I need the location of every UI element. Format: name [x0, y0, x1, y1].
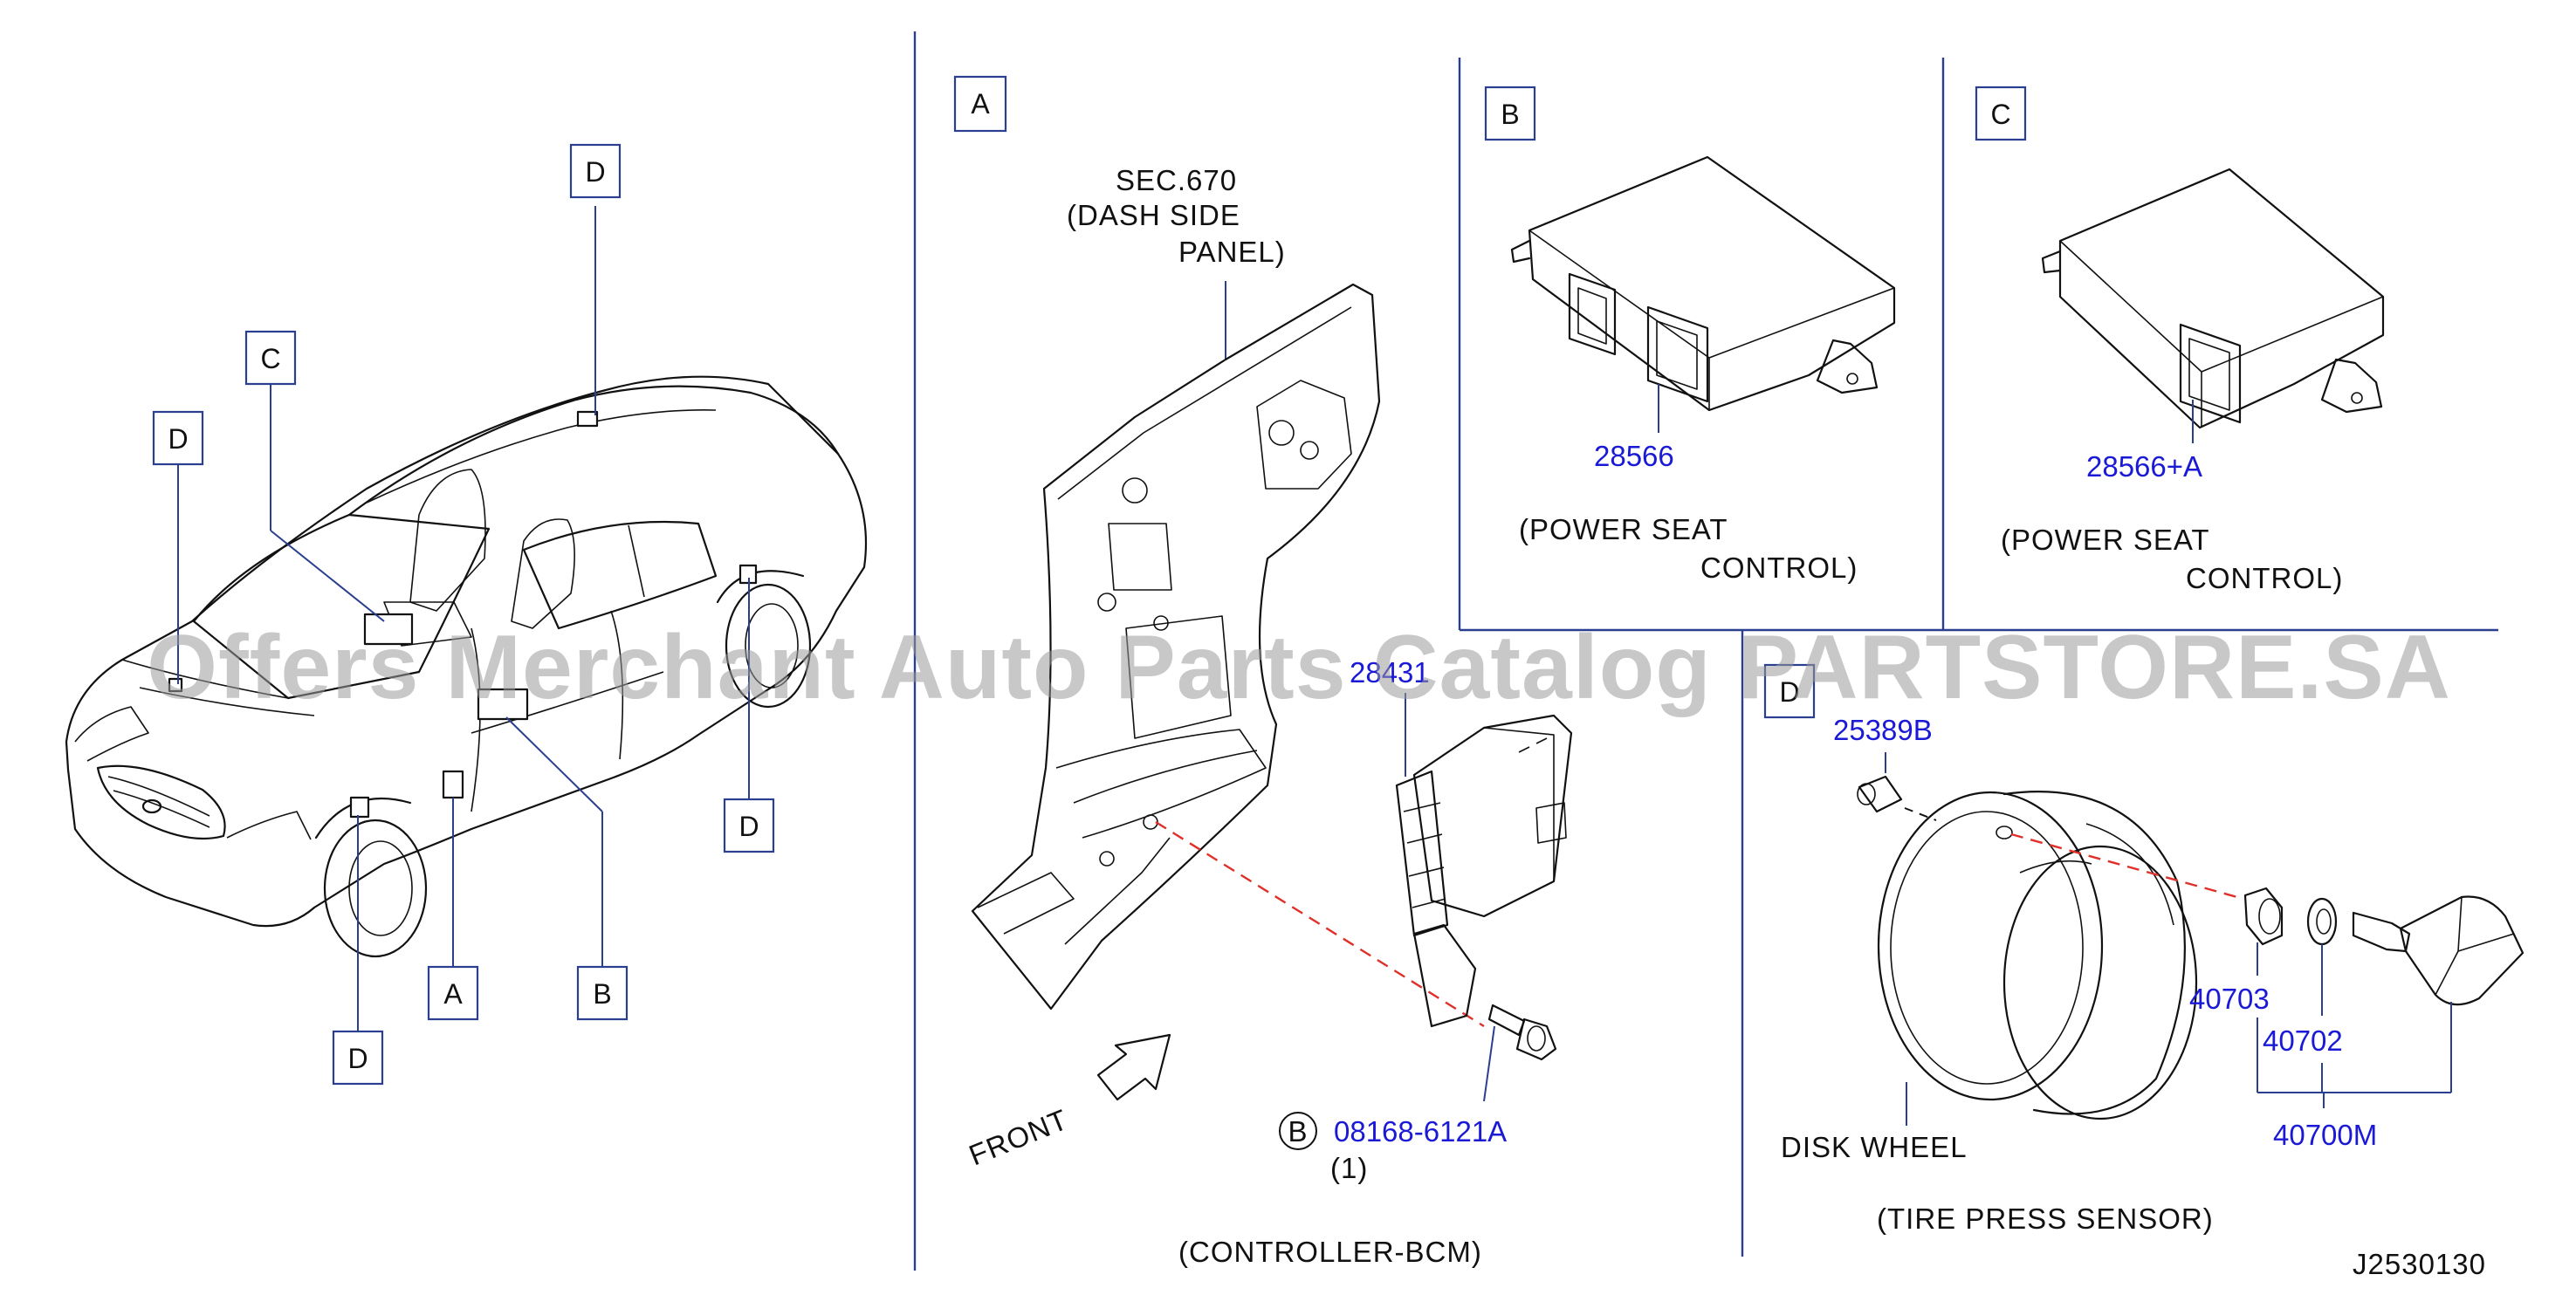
- mounting-line: [1155, 820, 1485, 1028]
- part-25389b-label: 25389B: [1833, 714, 1933, 746]
- diagram-id: J2530130: [2353, 1248, 2486, 1280]
- controller-bcm-caption: (CONTROLLER-BCM): [1178, 1236, 1482, 1268]
- svg-text:D: D: [585, 156, 605, 188]
- svg-text:C: C: [1990, 99, 2010, 130]
- callout-d-left: D: [152, 410, 204, 466]
- panel-d-letter-box: D: [1763, 663, 1816, 719]
- svg-text:D: D: [168, 423, 188, 455]
- panel-separators: [913, 31, 2498, 1271]
- a-module-marker: [442, 770, 464, 799]
- b-module-marker: [477, 688, 529, 721]
- panel-label: PANEL): [1178, 236, 1286, 268]
- part-40703-label: 40703: [2189, 983, 2270, 1015]
- front-arrow: [1096, 1033, 1171, 1101]
- bolt-b-marker: B: [1279, 1112, 1317, 1150]
- panel-c-caption-1: (POWER SEAT: [2001, 524, 2210, 556]
- front-label: FRONT: [965, 1103, 1073, 1172]
- car-grille: [96, 764, 226, 840]
- panel-d-tire-press-sensor: D 25389B DISK WHEEL: [1763, 663, 2524, 1235]
- tire-pressure-sensor: [2352, 895, 2524, 1006]
- sensor-nut: [2243, 887, 2284, 946]
- power-seat-module-c: [2041, 168, 2385, 429]
- panel-b-power-seat-control: B 28566 (POWER SEAT CONTROL): [1484, 86, 1896, 584]
- disk-wheel: [1877, 791, 2198, 1120]
- valve-cap: [1857, 775, 1903, 813]
- panel-b-caption-1: (POWER SEAT: [1519, 513, 1728, 545]
- dash-side-panel: [971, 283, 1381, 1011]
- svg-text:A: A: [443, 978, 463, 1010]
- callout-b: B: [576, 965, 629, 1021]
- roof-sensor-marker: [576, 410, 599, 428]
- bolt: [1487, 1004, 1557, 1061]
- panel-a-letter-box: A: [953, 75, 1007, 133]
- svg-text:D: D: [738, 811, 759, 842]
- part-08168-6121a-label: 08168-6121A: [1334, 1115, 1507, 1148]
- svg-text:B: B: [1288, 1115, 1308, 1148]
- callout-d-right: D: [723, 798, 775, 853]
- panel-c-caption-2: CONTROL): [2186, 562, 2343, 594]
- svg-text:B: B: [1501, 99, 1519, 130]
- front-wheel: [314, 797, 428, 958]
- bcm-module: [1395, 714, 1573, 1028]
- callout-d-front: D: [332, 1030, 384, 1086]
- svg-text:D: D: [347, 1043, 368, 1074]
- watermark: Offers Merchant Auto Parts Catalog PARTS…: [147, 617, 2451, 718]
- part-28431-label: 28431: [1350, 656, 1430, 689]
- svg-text:B: B: [593, 978, 611, 1010]
- panel-b-letter-box: B: [1484, 86, 1536, 141]
- panel-a-controller-bcm: A SEC.670 (DASH SIDE PANEL): [953, 75, 1573, 1268]
- car-roof: [347, 385, 840, 517]
- sensor-mount-line: [2010, 832, 2244, 901]
- power-seat-module-b: [1510, 155, 1896, 412]
- c-module-marker: [363, 613, 414, 646]
- svg-text:D: D: [1779, 676, 1799, 708]
- callout-d-roof: D: [569, 143, 622, 199]
- part-28566-label: 28566: [1594, 440, 1674, 472]
- sensor-grommet: [2306, 897, 2338, 946]
- svg-text:A: A: [971, 88, 990, 120]
- part-40700m-label: 40700M: [2273, 1119, 2377, 1151]
- callout-c: C: [244, 330, 297, 386]
- car-side-window: [522, 520, 718, 630]
- disk-wheel-label: DISK WHEEL: [1781, 1131, 1968, 1163]
- part-40702-label: 40702: [2263, 1024, 2343, 1057]
- tire-press-sensor-caption: (TIRE PRESS SENSOR): [1877, 1202, 2214, 1235]
- part-28566a-label: 28566+A: [2086, 450, 2202, 483]
- panel-c-power-seat-control: C 28566+A (POWER SEAT CONTROL): [1975, 86, 2385, 594]
- dash-side-label: (DASH SIDE: [1067, 199, 1240, 231]
- panel-b-caption-2: CONTROL): [1700, 552, 1858, 584]
- svg-text:C: C: [260, 343, 280, 374]
- vehicle-overview: D C D D A B D: [65, 143, 868, 1086]
- panel-c-letter-box: C: [1975, 86, 2027, 141]
- sec-670-label: SEC.670: [1116, 164, 1237, 196]
- bolt-qty-label: (1): [1330, 1152, 1368, 1184]
- front-tire-sensor-marker: [349, 796, 370, 819]
- callout-a: A: [427, 965, 479, 1021]
